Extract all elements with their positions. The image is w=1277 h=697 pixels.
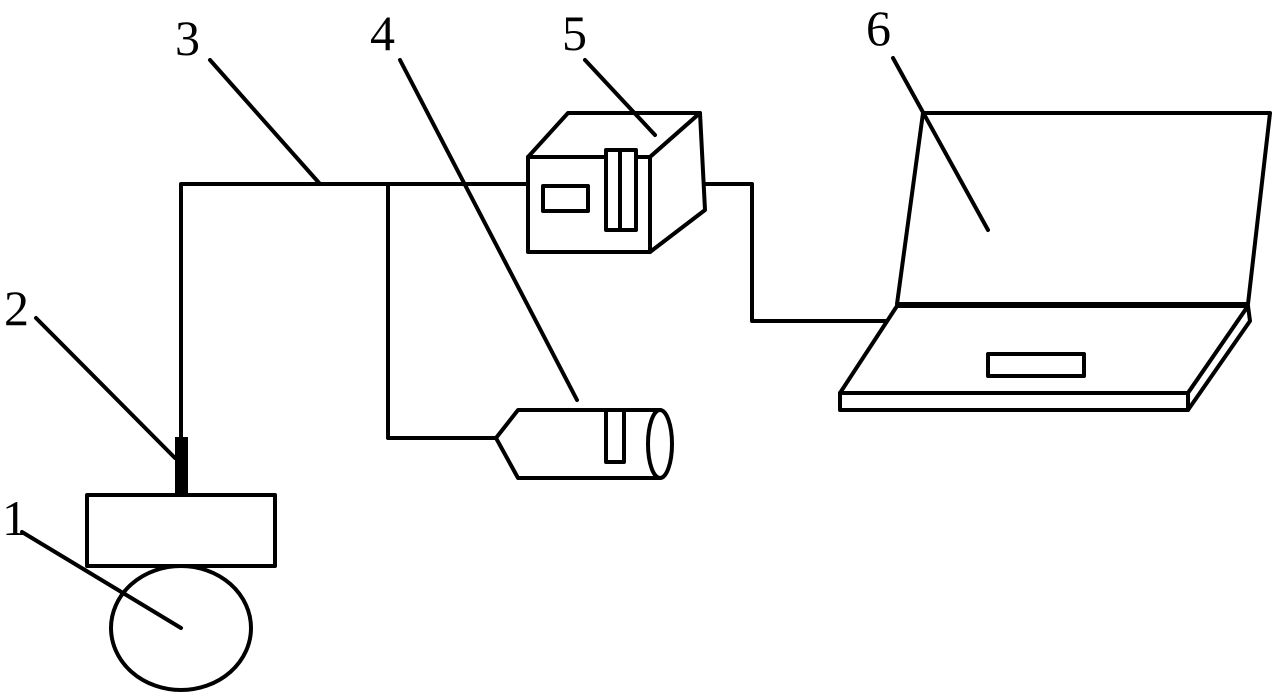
label-1: 1 — [2, 490, 27, 546]
main-tube — [179, 182, 530, 439]
leader-line-6 — [891, 56, 990, 232]
laptop-deck-front — [838, 391, 1190, 412]
label-3: 3 — [175, 10, 200, 66]
laptop-deck — [838, 304, 1250, 395]
number-labels: 1 2 3 4 5 6 — [2, 0, 891, 546]
component-5-spectrometer — [526, 111, 707, 254]
lamp-ring — [604, 408, 626, 464]
leader-line-3 — [208, 58, 322, 186]
component-2-probe — [175, 437, 188, 495]
connection-lines — [179, 182, 895, 440]
label-2: 2 — [4, 280, 29, 336]
laptop-deck-side — [1186, 304, 1252, 412]
branch-tube — [386, 182, 498, 440]
sample-holder-box — [85, 493, 277, 568]
component-1-sample — [85, 493, 277, 692]
component-6-laptop — [838, 111, 1272, 412]
probe-tip — [175, 437, 188, 495]
leader-line-2 — [34, 316, 177, 460]
leader-line-5 — [583, 58, 657, 137]
label-6: 6 — [866, 0, 891, 56]
label-5: 5 — [562, 5, 587, 61]
leader-line-4 — [398, 58, 579, 402]
leader-line-1 — [20, 530, 183, 630]
laptop-touchpad — [986, 352, 1086, 378]
lamp-lens — [646, 408, 674, 480]
component-4-lamp — [494, 408, 674, 480]
data-cable — [703, 182, 895, 323]
leader-lines — [20, 56, 990, 630]
box-window — [541, 184, 590, 213]
label-4: 4 — [370, 5, 395, 61]
lamp-body — [494, 408, 662, 480]
laptop-screen — [895, 111, 1272, 306]
